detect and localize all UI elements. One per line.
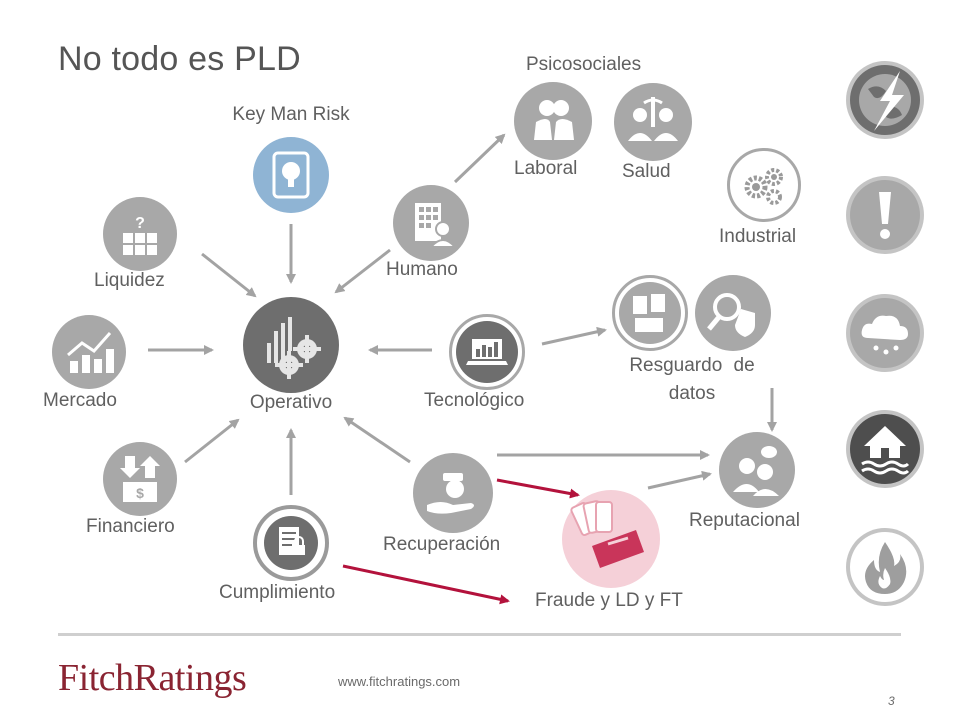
humano-node [393,185,469,261]
industrial-label: Industrial [719,226,797,247]
fraude-label: Fraude y LD y FT [535,590,683,611]
fitch-ratings-logo: FitchRatings [58,656,247,700]
laboral-label: Laboral [514,158,578,179]
rain-cloud-icon [861,315,908,355]
logo-word-ratings: Ratings [133,657,247,699]
globe-lightning-icon [859,71,911,131]
laboral-node [514,82,592,160]
humano-label: Humano [386,259,458,280]
footer-divider [58,633,901,636]
key-man-label: Key Man Risk [232,104,350,125]
rain-cloud-node [846,294,924,372]
page-title: No todo es PLD [58,40,301,78]
globe-lightning-node [846,61,924,139]
salud-label: Salud [622,161,671,182]
arrow-humano-operativo [334,248,391,294]
arrow-financiero-operativo [184,418,240,464]
person-lightbulb-icon [272,151,310,199]
money-flow-icon: $ [120,456,160,502]
mercado-label: Mercado [43,390,117,411]
page-number: 3 [888,694,895,708]
operativo-label: Operativo [249,392,333,413]
bar-growth-icon [67,332,114,373]
arrow-recuperacion-fraude [496,478,580,499]
arrow-liquidez-operativo [201,252,257,298]
arrow-humano-laboral [453,133,506,184]
industrial-node [727,148,801,222]
financiero-label: Financiero [86,516,175,537]
cumplimiento-node [253,505,329,581]
resguardo-label: Resguardo de datos [629,355,755,404]
fire-icon [865,542,907,594]
mercado-node [52,315,126,389]
exclamation-icon [879,192,891,239]
svg-text:$: $ [136,485,144,501]
reputacional-node [719,432,795,508]
flood-house-node [846,410,924,488]
gears-icon [744,168,783,205]
operativo-node [243,297,339,393]
people-speech-icon [733,446,779,496]
fraude-node [562,490,660,588]
fire-node [846,528,924,606]
laptop-chart-icon [466,339,508,365]
svg-text:?: ? [135,215,145,232]
flood-house-icon [861,426,910,475]
exclamation-node [846,176,924,254]
resguardo-node-b [695,275,771,351]
arrow-tecnologico-resguardo [541,326,607,346]
search-shield-icon [707,293,755,337]
arrow-fraude-reputacional [647,470,712,490]
person-building-icon [415,203,458,248]
reputacional-label: Reputacional [689,510,800,531]
salud-node [614,83,692,161]
recuperacion-node [413,453,493,533]
arrow-recuperacion-operativo [343,416,411,464]
recuperacion-label: Recuperación [383,534,501,555]
arrow-cumplimiento-fraude [342,564,510,605]
tecnologico-label: Tecnológico [424,390,525,411]
business-people-icon [534,100,574,140]
key-man-node [253,137,329,213]
liquidez-label: Liquidez [94,270,165,291]
psicosociales-label: Psicosociales [526,54,642,75]
money-bundle-icon [570,500,644,568]
doctors-caduceus-icon [628,97,678,141]
resguardo-node-a [612,275,688,351]
financiero-node: $ [103,442,177,516]
hand-coin-icon [427,473,474,514]
document-lock-icon [279,527,305,555]
liquidez-node: ? [103,197,177,271]
logo-word-fitch: Fitch [58,657,134,699]
tecnologico-node [449,314,525,390]
boxes-question-icon: ? [123,215,157,255]
footer-url: www.fitchratings.com [338,674,461,689]
cumplimiento-label: Cumplimiento [219,582,336,603]
gears-chart-icon [267,317,321,379]
documents-devices-icon [633,294,665,332]
